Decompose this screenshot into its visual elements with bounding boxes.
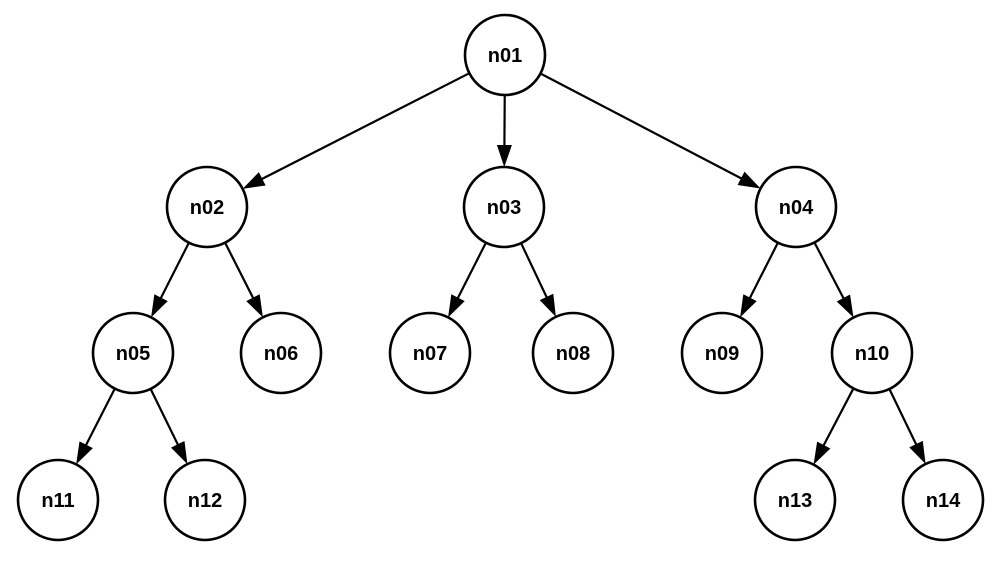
edge-n01-to-n03	[496, 94, 512, 168]
edge-n10-to-n13	[813, 387, 855, 465]
node-n14[interactable]: n14	[901, 458, 985, 542]
node-circle[interactable]	[16, 458, 100, 542]
node-label: n02	[190, 197, 224, 219]
edge-n02-to-n05	[151, 242, 190, 318]
node-circle[interactable]	[753, 458, 837, 542]
node-label: n04	[779, 197, 814, 219]
node-n11[interactable]: n11	[16, 458, 100, 542]
node-n09[interactable]: n09	[680, 311, 764, 395]
node-n12[interactable]: n12	[163, 458, 247, 542]
node-n10[interactable]: n10	[830, 311, 914, 395]
arrow-head-icon	[539, 293, 556, 317]
edge-line	[820, 387, 855, 450]
node-n03[interactable]: n03	[462, 165, 546, 249]
arrow-head-icon	[242, 172, 266, 189]
node-n13[interactable]: n13	[753, 458, 837, 542]
node-n08[interactable]: n08	[531, 311, 615, 395]
node-label: n07	[413, 343, 447, 365]
arrow-head-icon	[836, 294, 854, 318]
edge-n01-to-n04	[539, 72, 761, 189]
edge-line	[258, 72, 470, 182]
node-label: n03	[487, 197, 521, 219]
arrow-head-icon	[151, 294, 168, 318]
edge-line	[158, 242, 190, 302]
arrow-head-icon	[496, 144, 512, 168]
edge-line	[224, 242, 256, 302]
edge-line	[83, 388, 116, 449]
edge-n02-to-n06	[224, 242, 263, 318]
edge-line	[149, 388, 181, 449]
edge-n03-to-n07	[448, 242, 487, 318]
node-n02[interactable]: n02	[165, 165, 249, 249]
arrow-head-icon	[170, 441, 188, 465]
arrow-head-icon	[813, 441, 831, 465]
node-n07[interactable]: n07	[388, 311, 472, 395]
arrow-head-icon	[909, 440, 926, 464]
node-circle[interactable]	[531, 311, 615, 395]
node-circle[interactable]	[463, 13, 547, 97]
node-circle[interactable]	[680, 311, 764, 395]
edge-line	[539, 72, 746, 182]
node-label: n11	[41, 490, 74, 512]
node-circle[interactable]	[901, 458, 985, 542]
node-label: n06	[264, 343, 298, 365]
edge-n10-to-n14	[888, 388, 926, 464]
arrow-head-icon	[246, 294, 263, 318]
nodes-layer: n01 n02 n03 n04 n05 n06 n07 n08 n09 n10 n11 n12 n13 n…	[16, 13, 985, 542]
node-circle[interactable]	[239, 311, 323, 395]
node-label: n12	[188, 490, 222, 512]
arrow-head-icon	[448, 294, 465, 318]
node-label: n13	[778, 490, 812, 512]
node-circle[interactable]	[163, 458, 247, 542]
node-circle[interactable]	[91, 311, 175, 395]
node-circle[interactable]	[754, 165, 838, 249]
node-circle[interactable]	[830, 311, 914, 395]
edge-n01-to-n02	[242, 72, 470, 189]
arrow-head-icon	[740, 294, 757, 318]
edge-line	[747, 242, 779, 302]
node-n05[interactable]: n05	[91, 311, 175, 395]
node-label: n08	[556, 343, 590, 365]
arrow-head-icon	[737, 171, 761, 189]
node-n06[interactable]: n06	[239, 311, 323, 395]
node-label: n14	[926, 490, 961, 512]
node-n04[interactable]: n04	[754, 165, 838, 249]
edge-line	[520, 242, 550, 301]
edge-line	[813, 241, 847, 303]
node-circle[interactable]	[165, 165, 249, 249]
edge-n04-to-n09	[740, 242, 779, 318]
edge-n05-to-n12	[149, 388, 188, 465]
node-circle[interactable]	[462, 165, 546, 249]
edge-n05-to-n11	[76, 388, 116, 465]
edge-line	[888, 388, 919, 449]
node-label: n05	[116, 343, 150, 365]
arrow-head-icon	[76, 441, 93, 465]
edge-n03-to-n08	[520, 242, 556, 317]
edges-layer	[76, 72, 926, 465]
node-label: n10	[855, 343, 889, 365]
node-n01[interactable]: n01	[463, 13, 547, 97]
edge-n04-to-n10	[813, 241, 854, 318]
node-circle[interactable]	[388, 311, 472, 395]
node-label: n01	[488, 45, 522, 67]
node-label: n09	[705, 343, 739, 365]
edge-line	[455, 242, 487, 302]
